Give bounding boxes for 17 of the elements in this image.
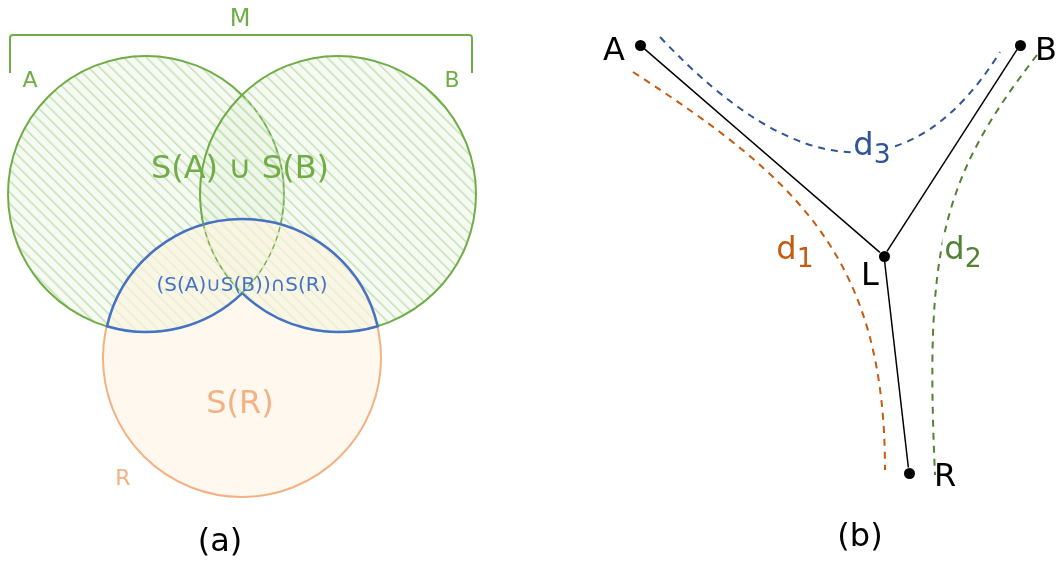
panel-label: (a) bbox=[197, 524, 243, 556]
labeled-point: L bbox=[854, 250, 890, 291]
dashed-curve bbox=[659, 36, 1001, 154]
panel-label: (b) bbox=[837, 519, 883, 551]
region-label: S(R) bbox=[206, 386, 274, 418]
labeled-point: A bbox=[598, 32, 646, 66]
labeled-point: R bbox=[903, 458, 961, 492]
line-segment bbox=[883, 260, 910, 469]
bracket-label: M bbox=[229, 6, 251, 30]
set-label: A bbox=[22, 69, 38, 91]
dashed-curve bbox=[931, 54, 1038, 476]
line-segment bbox=[886, 48, 1018, 253]
set-label: B bbox=[444, 69, 460, 91]
line-segment bbox=[643, 47, 881, 254]
set-label: R bbox=[115, 467, 131, 489]
labeled-point: B bbox=[1014, 32, 1061, 66]
dashed-curve bbox=[632, 71, 886, 471]
